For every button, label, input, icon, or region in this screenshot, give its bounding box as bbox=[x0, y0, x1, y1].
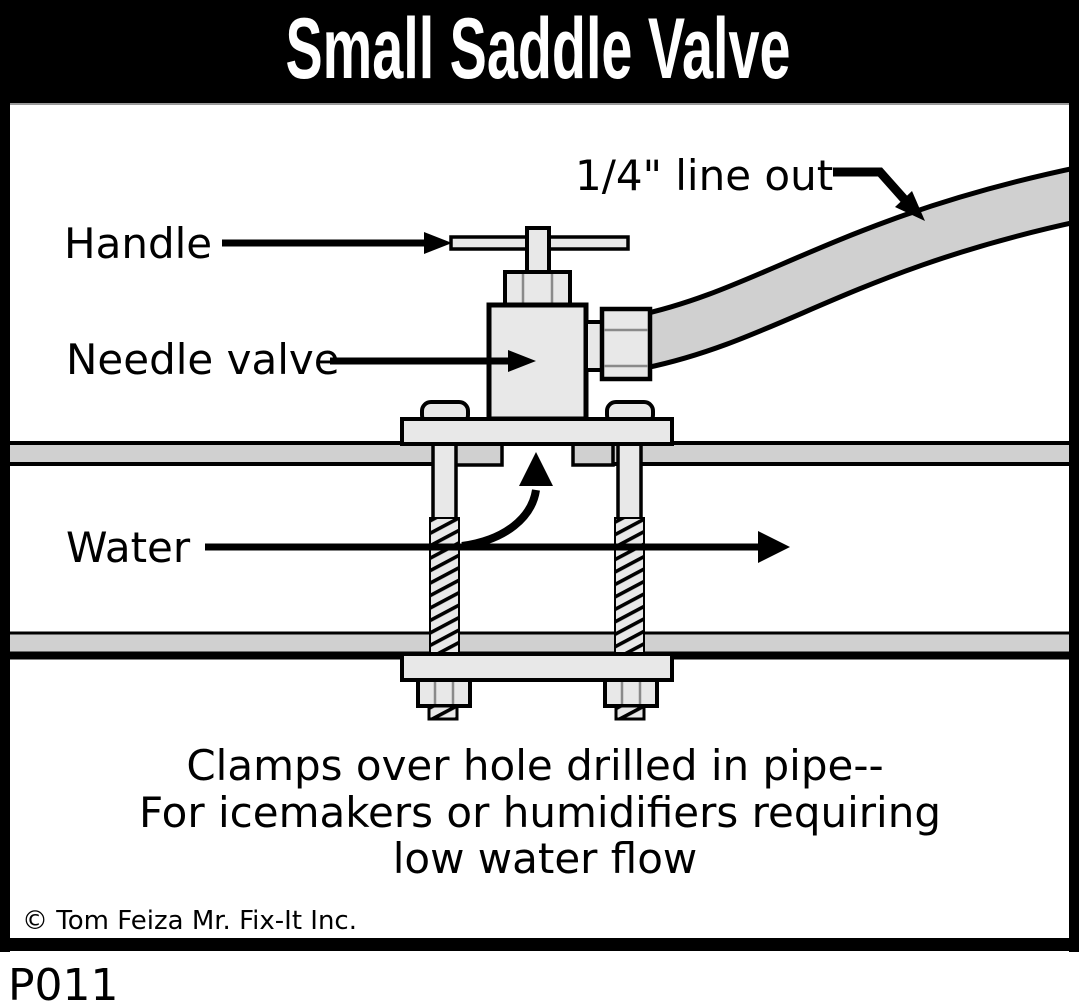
bottom-plate bbox=[400, 652, 674, 682]
clamp-top-plate bbox=[400, 400, 674, 446]
clamp-bottom-plate bbox=[400, 652, 674, 721]
title-bar-separator bbox=[0, 103, 1079, 105]
bolt-nut-left bbox=[416, 678, 472, 721]
figure-code: P011 bbox=[8, 960, 119, 1006]
line-out-label: 1/4" line out bbox=[575, 151, 833, 200]
outlet-tube bbox=[633, 164, 1079, 371]
handle-label: Handle bbox=[64, 219, 212, 268]
bolt-threads bbox=[429, 517, 460, 655]
handle-callout: Handle bbox=[64, 219, 452, 268]
bolt-nut-right bbox=[603, 678, 659, 721]
water-label: Water bbox=[66, 523, 191, 572]
frame-bottom-border bbox=[0, 938, 1079, 951]
clamp-bolt-right bbox=[614, 439, 645, 685]
caption-line-1: Clamps over hole drilled in pipe-- bbox=[186, 741, 883, 790]
top-plate bbox=[400, 417, 674, 446]
packing-nut bbox=[503, 270, 572, 307]
pipe-bottom-wall bbox=[4, 631, 1075, 655]
title-bar-background bbox=[0, 0, 1079, 103]
clamp-bolt-left bbox=[429, 439, 460, 685]
saddle-valve-assembly bbox=[449, 226, 653, 422]
line-out-arrow-line bbox=[833, 167, 916, 211]
tube-fill bbox=[635, 169, 1079, 366]
needle-valve-arrow-head bbox=[508, 350, 536, 372]
bolt-tip bbox=[427, 704, 459, 721]
line-out-callout: 1/4" line out bbox=[575, 151, 925, 221]
needle-valve-label: Needle valve bbox=[66, 335, 340, 384]
line-out-arrow-head bbox=[895, 191, 925, 221]
copyright: © Tom Feiza Mr. Fix-It Inc. bbox=[22, 906, 357, 936]
bolt-tip bbox=[614, 704, 646, 721]
hole-edge-right bbox=[571, 441, 615, 467]
caption-line-3: low water flow bbox=[393, 834, 698, 883]
frame-right-border bbox=[1069, 95, 1079, 952]
nut-body bbox=[416, 678, 472, 708]
water-flow-arrow-head bbox=[758, 531, 790, 563]
diagram-frame bbox=[0, 95, 1079, 952]
nut-body bbox=[603, 678, 659, 708]
water-callout: Water bbox=[66, 452, 790, 572]
handle-arrow-head bbox=[424, 232, 452, 254]
needle-valve-callout: Needle valve bbox=[66, 335, 536, 384]
caption-line-2: For icemakers or humidifiers requiring bbox=[139, 788, 941, 837]
water-up-arrow-head bbox=[519, 452, 553, 486]
hole-edge-left bbox=[450, 441, 504, 467]
compression-nut-body bbox=[599, 306, 653, 382]
frame-left-border bbox=[0, 95, 10, 952]
valve-stem bbox=[525, 226, 551, 276]
water-up-arrow-line bbox=[461, 489, 540, 550]
packing-nut-body bbox=[503, 270, 572, 307]
title-bar: Small Saddle Valve bbox=[0, 0, 1079, 105]
figure-title: Small Saddle Valve bbox=[286, 1, 791, 97]
compression-nut bbox=[599, 306, 653, 382]
caption: Clamps over hole drilled in pipe-- For i… bbox=[139, 741, 941, 883]
bolt-threads bbox=[614, 517, 645, 655]
